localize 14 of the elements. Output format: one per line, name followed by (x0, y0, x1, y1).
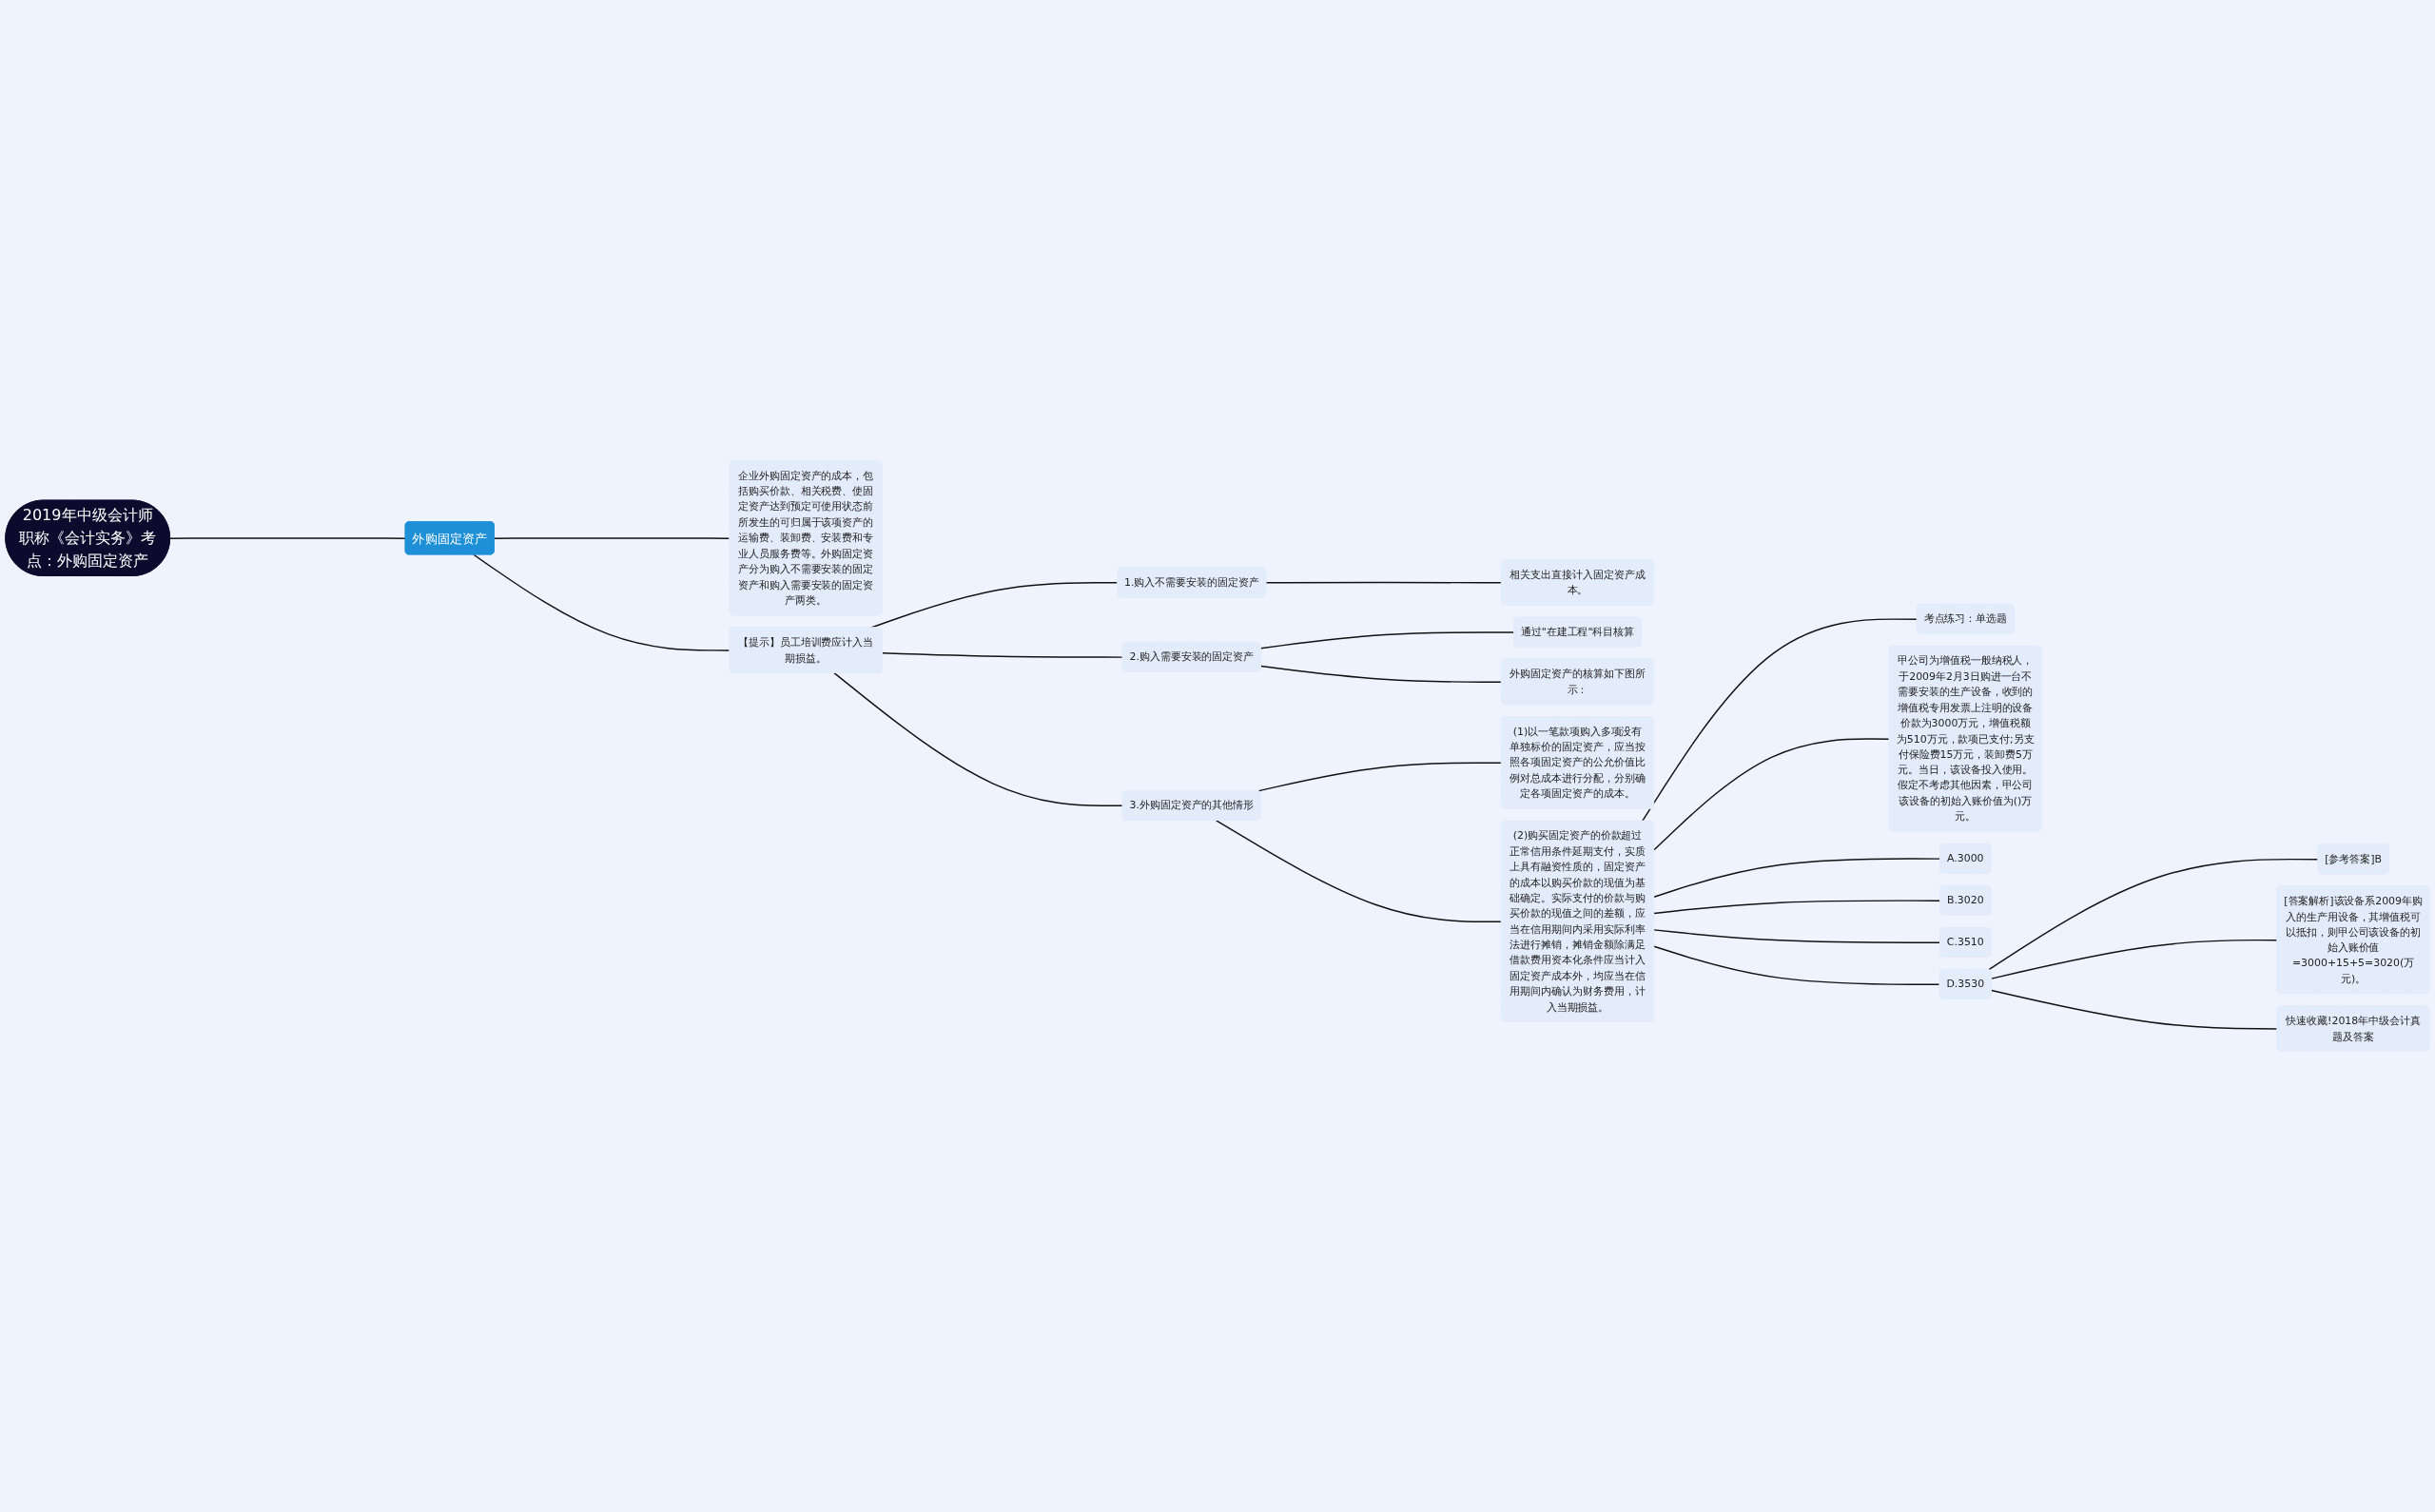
connector (1653, 738, 1891, 851)
connector (1259, 631, 1515, 649)
connector (1653, 858, 1941, 898)
connector (169, 537, 407, 539)
connector (1265, 581, 1503, 584)
connector (881, 652, 1124, 658)
connector (1653, 945, 1941, 986)
connector (1256, 762, 1503, 792)
connector (1216, 820, 1503, 922)
connector (1653, 929, 1941, 943)
connector (1653, 900, 1941, 915)
connector (1259, 665, 1503, 683)
connector (1641, 618, 1919, 823)
connector (833, 671, 1124, 807)
